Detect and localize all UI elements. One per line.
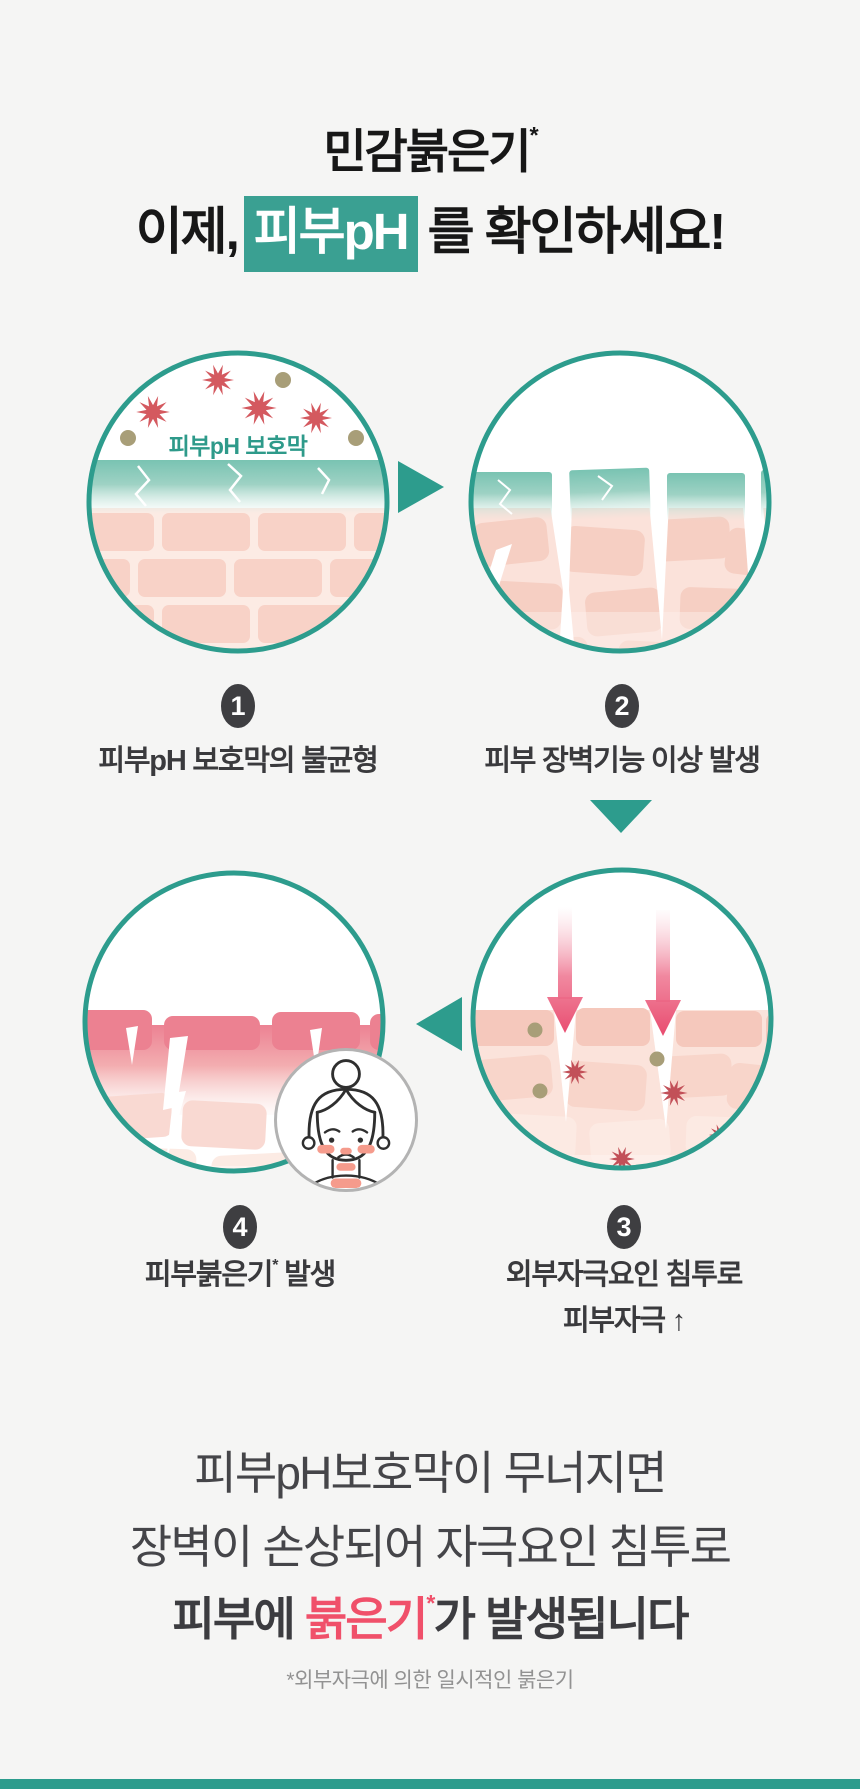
ph-highlight-box: 피부pH — [243, 196, 418, 273]
illustration-step3-irritant-penetration — [470, 867, 774, 1171]
damaged-brick-wall — [473, 1008, 771, 1168]
summary-line3: 피부에 붉은기*가 발생됩니다 — [0, 1590, 860, 1647]
summary-line3-prefix: 피부에 — [172, 1593, 305, 1645]
flow-arrow-down — [590, 800, 652, 833]
skin-diagram-3 — [470, 867, 774, 1171]
flow-arrow-right — [398, 461, 444, 513]
page-title-line1: 민감붉은기* — [0, 122, 860, 178]
step1-caption: 피부pH 보호막의 불균형 — [98, 745, 378, 777]
step4-caption-asterisk: * — [272, 1257, 278, 1274]
step4-caption-text: 피부붉은기 — [144, 1259, 274, 1291]
broken-brick-wall — [471, 508, 769, 651]
bottom-accent-bar — [0, 1779, 860, 1789]
title2-prefix: 이제, — [135, 203, 240, 260]
title-text: 민감붉은기 — [323, 125, 531, 178]
particle-dots — [120, 372, 364, 446]
illustration-step2-barrier-damage — [468, 350, 772, 654]
broken-barrier-band — [471, 467, 769, 521]
step4-caption-rest: 발생 — [277, 1259, 336, 1291]
summary-line1: 피부pH보호막이 무너지면 — [194, 1447, 667, 1499]
title-asterisk: * — [529, 122, 539, 148]
step-badge-2: 2 — [605, 684, 639, 728]
woman-face-icon — [301, 1059, 391, 1189]
title2-suffix: 를 확인하세요! — [427, 203, 727, 260]
ph-barrier-band — [89, 460, 387, 514]
summary-line3-suffix: 가 발생됩니다 — [433, 1593, 690, 1645]
step3-caption-line2: 피부자극 ↑ — [562, 1305, 686, 1337]
barrier-label: 피부pH 보호막 — [169, 433, 308, 459]
penetrated-dots — [527, 1022, 665, 1099]
step3-caption-line1: 외부자극요인 침투로 — [505, 1259, 743, 1291]
penetration-cracks — [554, 1010, 676, 1129]
brick-wall — [89, 508, 387, 651]
step2-caption: 피부 장벽기능 이상 발생 — [484, 745, 761, 777]
footnote: *외부자극에 의한 일시적인 붉은기 — [286, 1669, 574, 1692]
summary-redness-word: 붉은기 — [304, 1593, 428, 1645]
irritant-arrows — [547, 907, 681, 1036]
skin-diagram-1: 피부pH 보호막 — [86, 350, 390, 654]
step-badge-3: 3 — [607, 1205, 641, 1249]
step4-caption: 피부붉은기* 발생 — [30, 1257, 450, 1293]
skin-diagram-2 — [468, 350, 772, 654]
redness-patches — [317, 1144, 375, 1189]
skin-cracks — [126, 1026, 322, 1162]
illustration-step1-barrier-imbalance: 피부pH 보호막 — [86, 350, 390, 654]
summary-line2: 장벽이 손상되어 자극요인 침투로 — [129, 1521, 732, 1573]
step-badge-1: 1 — [221, 684, 255, 728]
flow-arrow-left — [416, 997, 462, 1051]
summary-asterisk: * — [426, 1590, 435, 1616]
irritated-face-illustration — [274, 1048, 418, 1192]
step-badge-4: 4 — [223, 1205, 257, 1249]
